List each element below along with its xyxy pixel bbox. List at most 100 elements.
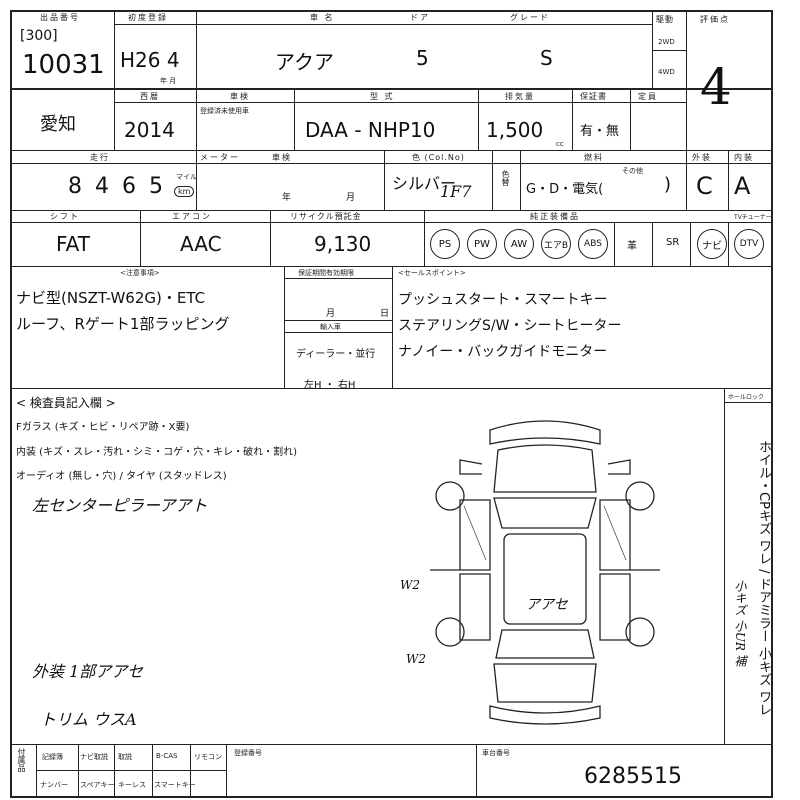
left-front-door (459, 499, 491, 571)
divider (614, 222, 615, 266)
color-change-label: 色替 (501, 170, 510, 186)
divider (196, 150, 197, 210)
divider (10, 266, 773, 267)
km-unit: km (174, 186, 195, 197)
divider (652, 10, 653, 88)
divider (492, 150, 493, 210)
lock-label: ホールロック (728, 394, 765, 401)
odometer-label: メーター (200, 153, 240, 162)
equip-dtv: DTV (734, 229, 764, 259)
aircon: AAC (180, 232, 222, 256)
cc-unit: cc (556, 140, 564, 148)
divider (10, 210, 773, 211)
footer-item-b1: スペアキー (80, 781, 115, 789)
footer-item-b3: スマートキー (154, 781, 196, 789)
roof (503, 533, 587, 625)
lot-sub: [300] (20, 28, 58, 44)
sheet-border (10, 10, 773, 798)
divider (140, 210, 141, 266)
divider (294, 88, 295, 150)
warranty: 有・無 (580, 124, 620, 139)
model-year-label: 西暦 (140, 92, 160, 101)
lot-label: 出品番号 (40, 13, 80, 22)
capacity-label: 定員 (638, 92, 658, 101)
color-code: 1F7 (440, 182, 472, 201)
divider (686, 10, 687, 210)
left-rear-door (459, 573, 491, 641)
score-label: 評価点 (700, 15, 730, 24)
model-code: DAA - NHP10 (305, 118, 436, 142)
footer-item-0: 記録簿 (42, 753, 63, 761)
equip-pw: PW (467, 229, 497, 259)
shaken-month: 月 (346, 193, 356, 203)
month-label: 月 (326, 309, 336, 319)
divider (36, 770, 226, 771)
divider (114, 24, 652, 25)
fuel-close-paren: ) (664, 174, 672, 195)
region: 愛知 (40, 114, 76, 135)
divider (476, 744, 477, 798)
mileage: 8 4 6 5 (68, 174, 166, 199)
lot-number: 10031 (22, 50, 105, 80)
grade: S (540, 46, 553, 70)
equip-abs: ABS (578, 229, 608, 259)
inspection-audio: オーディオ (無し・穴) / タイヤ (スタッドレス) (16, 471, 227, 482)
name-label: 車 名 (310, 13, 335, 22)
divider (36, 744, 37, 798)
grade-label: グレード (510, 13, 550, 22)
footer-item-1: ナビ取説 (80, 753, 108, 761)
handle: 左H ・ 右H (304, 380, 356, 391)
equip-leather: 革 (627, 241, 637, 252)
interior: A (734, 172, 751, 200)
rear-window (495, 629, 595, 659)
inspection-label: 車検 (230, 92, 250, 101)
diagram-note-2: W2 (406, 652, 426, 666)
score: 4 (700, 58, 732, 116)
left-mirror (459, 459, 483, 475)
side-text: ホイル・CPキズ ワレ / ドアミラー 小キズ ワレ (756, 440, 771, 716)
divider (690, 222, 691, 266)
frame-number: 6285515 (584, 764, 682, 789)
divider (728, 222, 729, 266)
dealer: ディーラー・並行 (296, 349, 376, 360)
windshield (493, 497, 597, 529)
doors: 5 (416, 46, 429, 70)
divider (384, 150, 385, 210)
car-damage-diagram (430, 420, 660, 725)
drive-label: 駆動 (656, 15, 674, 24)
exterior: C (696, 172, 713, 200)
right-mirror (607, 459, 631, 475)
sales-label: <セールスポイント> (398, 269, 466, 277)
notes-label: <注意事項> (120, 269, 160, 277)
right-rear-door (599, 573, 631, 641)
fuel-other: その他 (622, 167, 643, 175)
divider (114, 88, 115, 150)
car-name: アクア (275, 50, 334, 74)
sales-3: ナノイー・バックガイドモニター (398, 344, 608, 360)
divider (196, 10, 197, 88)
footer-left-label: 付属品 (17, 748, 26, 772)
equip-aw: AW (504, 229, 534, 259)
divider (686, 150, 773, 151)
sales-2: ステアリングS/W・シートヒーター (398, 318, 622, 334)
door-label: ドア (410, 13, 430, 22)
divider (724, 402, 773, 403)
color-label: 色 (Col.No) (412, 153, 465, 162)
wheel-fr (625, 481, 655, 511)
wheel-rl (435, 617, 465, 647)
divider (520, 150, 521, 210)
divider (114, 10, 115, 88)
tv-label: TVチューナー (734, 214, 772, 221)
divider (152, 744, 153, 798)
color: シルバー (392, 174, 457, 193)
first-reg: H26 4 (120, 48, 180, 72)
drive-2wd: 2WD (658, 38, 675, 46)
diagram-note-1: W2 (400, 578, 420, 592)
divider (114, 102, 686, 103)
model-year: 2014 (124, 118, 175, 142)
divider (10, 150, 686, 151)
rear-gate (493, 663, 597, 703)
equip-airbag: エアB (541, 229, 571, 259)
divider (196, 88, 197, 150)
